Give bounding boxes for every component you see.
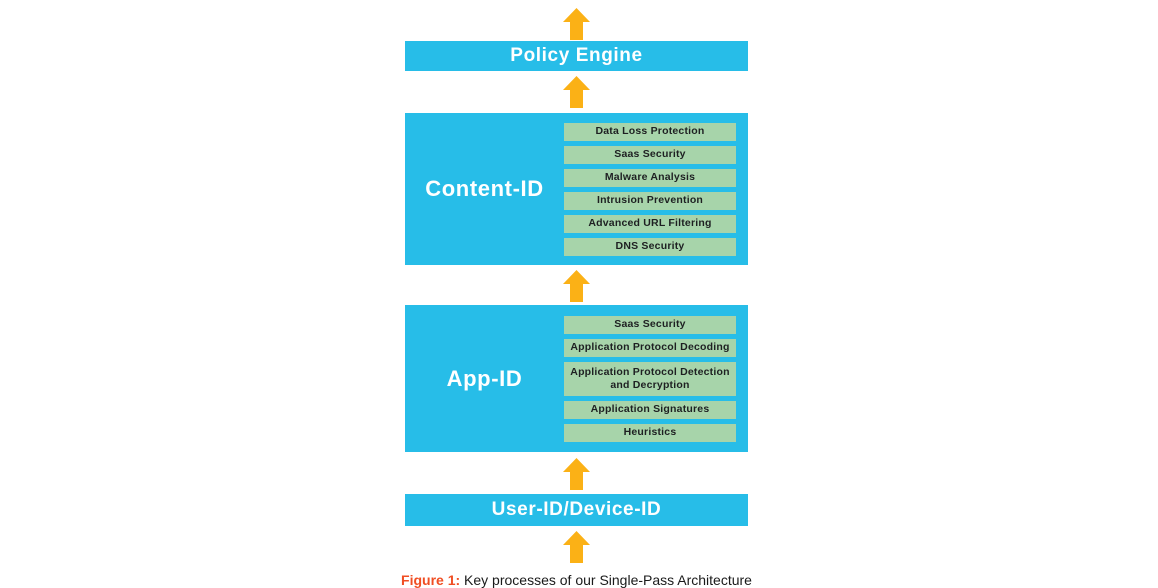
pill-saas-security: Saas Security [564,315,736,334]
pill-heuristics: Heuristics [564,423,736,442]
figure-caption-prefix: Figure 1: [401,572,461,588]
content-id-label-area: Content-ID [405,176,564,202]
pill-application-protocol-detection-and-decryption: Application Protocol Detection and Decry… [564,361,736,396]
content-id-items: Data Loss Protection Saas Security Malwa… [564,112,736,267]
pill-data-loss-protection: Data Loss Protection [564,122,736,141]
up-arrow-icon [563,8,590,40]
pill-application-signatures: Application Signatures [564,400,736,419]
figure-caption: Figure 1: Key processes of our Single-Pa… [401,572,752,588]
figure-caption-text: Key processes of our Single-Pass Archite… [460,572,752,588]
single-pass-architecture-diagram: Policy Engine Content-ID Data Loss Prote… [401,0,752,588]
up-arrow-icon [563,270,590,303]
pill-saas-security: Saas Security [564,145,736,164]
app-id-items: Saas Security Application Protocol Decod… [564,305,736,453]
pill-application-protocol-decoding: Application Protocol Decoding [564,338,736,357]
policy-engine-label: Policy Engine [510,45,643,67]
pill-advanced-url-filtering: Advanced URL Filtering [564,214,736,233]
pill-intrusion-prevention: Intrusion Prevention [564,191,736,210]
up-arrow-icon [563,76,590,109]
up-arrow-icon [563,531,590,563]
up-arrow-icon [563,458,590,491]
content-id-box: Content-ID Data Loss Protection Saas Sec… [405,112,748,267]
pill-dns-security: DNS Security [564,237,736,256]
content-id-label: Content-ID [425,176,544,202]
app-id-label-area: App-ID [405,366,564,392]
app-id-label: App-ID [446,365,523,391]
policy-engine-bar: Policy Engine [405,41,748,72]
user-id-device-id-bar: User-ID/Device-ID [405,494,748,526]
pill-malware-analysis: Malware Analysis [564,168,736,187]
app-id-box: App-ID Saas Security Application Protoco… [405,305,748,453]
user-id-device-id-label: User-ID/Device-ID [491,499,662,521]
